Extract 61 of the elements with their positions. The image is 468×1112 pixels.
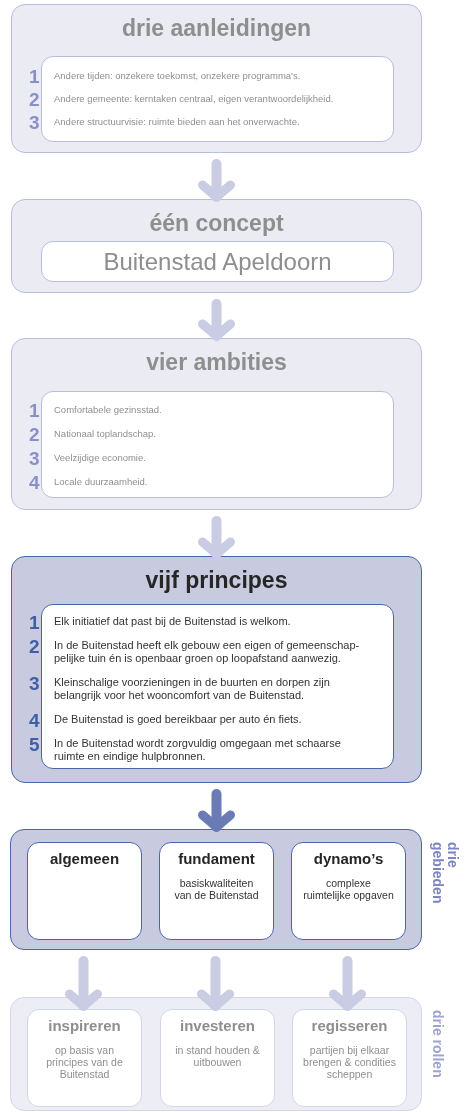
list-item: Andere structuurvisie: ruimte bieden aan het onverwachte. xyxy=(54,115,301,128)
card-description: complexe ruimtelijke opgaven xyxy=(302,877,395,901)
card-heading: dynamo’s xyxy=(313,849,384,869)
list-item: In de Buitenstad heeft elk gebouw een eigen of gemeenschap- pelijke tuin én is openbaar groen op loopafstand aanwezig. xyxy=(54,639,361,665)
item-number: 1 xyxy=(29,401,40,421)
list-item: In de Buitenstad wordt zorgvuldig omgegaan met schaarse ruimte en eindige hulpbronnen. xyxy=(54,737,342,763)
category-card xyxy=(27,1009,142,1107)
chevron-arrow xyxy=(329,956,366,1011)
card-heading: investeren xyxy=(179,1016,255,1036)
list-item: Andere gemeente: kerntaken centraal, eigen verantwoordelijkheid. xyxy=(54,92,334,105)
stage-panel xyxy=(11,4,422,153)
card-description: op basis van principes van de Buitenstad xyxy=(45,1044,124,1080)
chevron-arrow xyxy=(197,956,234,1011)
list-item: Nationaal toplandschap. xyxy=(54,427,157,440)
item-number: 2 xyxy=(29,637,40,657)
chevron-arrow xyxy=(198,789,235,832)
list-item: Elk initiatief dat past bij de Buitenstad is welkom. xyxy=(54,615,292,628)
category-card xyxy=(160,1009,275,1107)
stage-panel xyxy=(11,338,422,510)
group-panel xyxy=(10,829,422,950)
item-number: 3 xyxy=(29,449,40,469)
item-number: 1 xyxy=(29,613,40,633)
chevron-arrow xyxy=(198,159,235,202)
chevron-arrow xyxy=(65,956,102,1011)
panel-heading: drie aanleidingen xyxy=(120,14,313,43)
list-item: Comfortabele gezinsstad. xyxy=(54,403,162,416)
panel-heading: vijf principes xyxy=(144,566,289,595)
category-card xyxy=(291,842,406,940)
category-card xyxy=(292,1009,407,1107)
side-label: drie rollen xyxy=(430,1010,445,1080)
item-number: 4 xyxy=(29,711,40,731)
card-description: basiskwaliteiten van de Buitenstad xyxy=(173,877,260,901)
item-number: 4 xyxy=(29,473,40,493)
card-heading: fundament xyxy=(178,849,255,869)
list-item: De Buitenstad is goed bereikbaar per auto én fiets. xyxy=(54,713,303,726)
group-panel xyxy=(10,997,422,1111)
list-item: Kleinschalige voorzieningen in de buurten en dorpen zijn belangrijk voor het wooncomfort van de Buitenstad. xyxy=(54,676,331,702)
item-number: 3 xyxy=(29,113,40,133)
side-label: drie gebieden xyxy=(430,842,460,906)
list-item: Locale duurzaamheid. xyxy=(54,475,149,488)
item-number: 5 xyxy=(29,735,40,755)
card-description: partijen bij elkaar brengen & condities scheppen xyxy=(302,1044,397,1080)
list-item: Veelzijdige economie. xyxy=(54,451,147,464)
item-number: 2 xyxy=(29,90,40,110)
panel-heading: één concept xyxy=(148,209,285,238)
panel-heading: vier ambities xyxy=(145,348,288,377)
category-card xyxy=(159,842,274,940)
item-number: 2 xyxy=(29,425,40,445)
card-description: in stand houden & uitbouwen xyxy=(174,1044,261,1068)
concept-box: Buitenstad Apeldoorn xyxy=(41,241,394,282)
chevron-arrow xyxy=(198,516,235,559)
item-number: 3 xyxy=(29,674,40,694)
chevron-arrow xyxy=(198,299,235,341)
list-item: Andere tijden: onzekere toekomst, onzekere programma's. xyxy=(54,69,302,82)
card-heading: inspireren xyxy=(48,1016,121,1036)
category-card xyxy=(27,842,142,940)
item-number: 1 xyxy=(29,67,40,87)
stage-panel xyxy=(11,199,422,293)
card-heading: algemeen xyxy=(49,849,120,869)
stage-panel xyxy=(11,556,422,783)
card-heading: regisseren xyxy=(311,1016,388,1036)
